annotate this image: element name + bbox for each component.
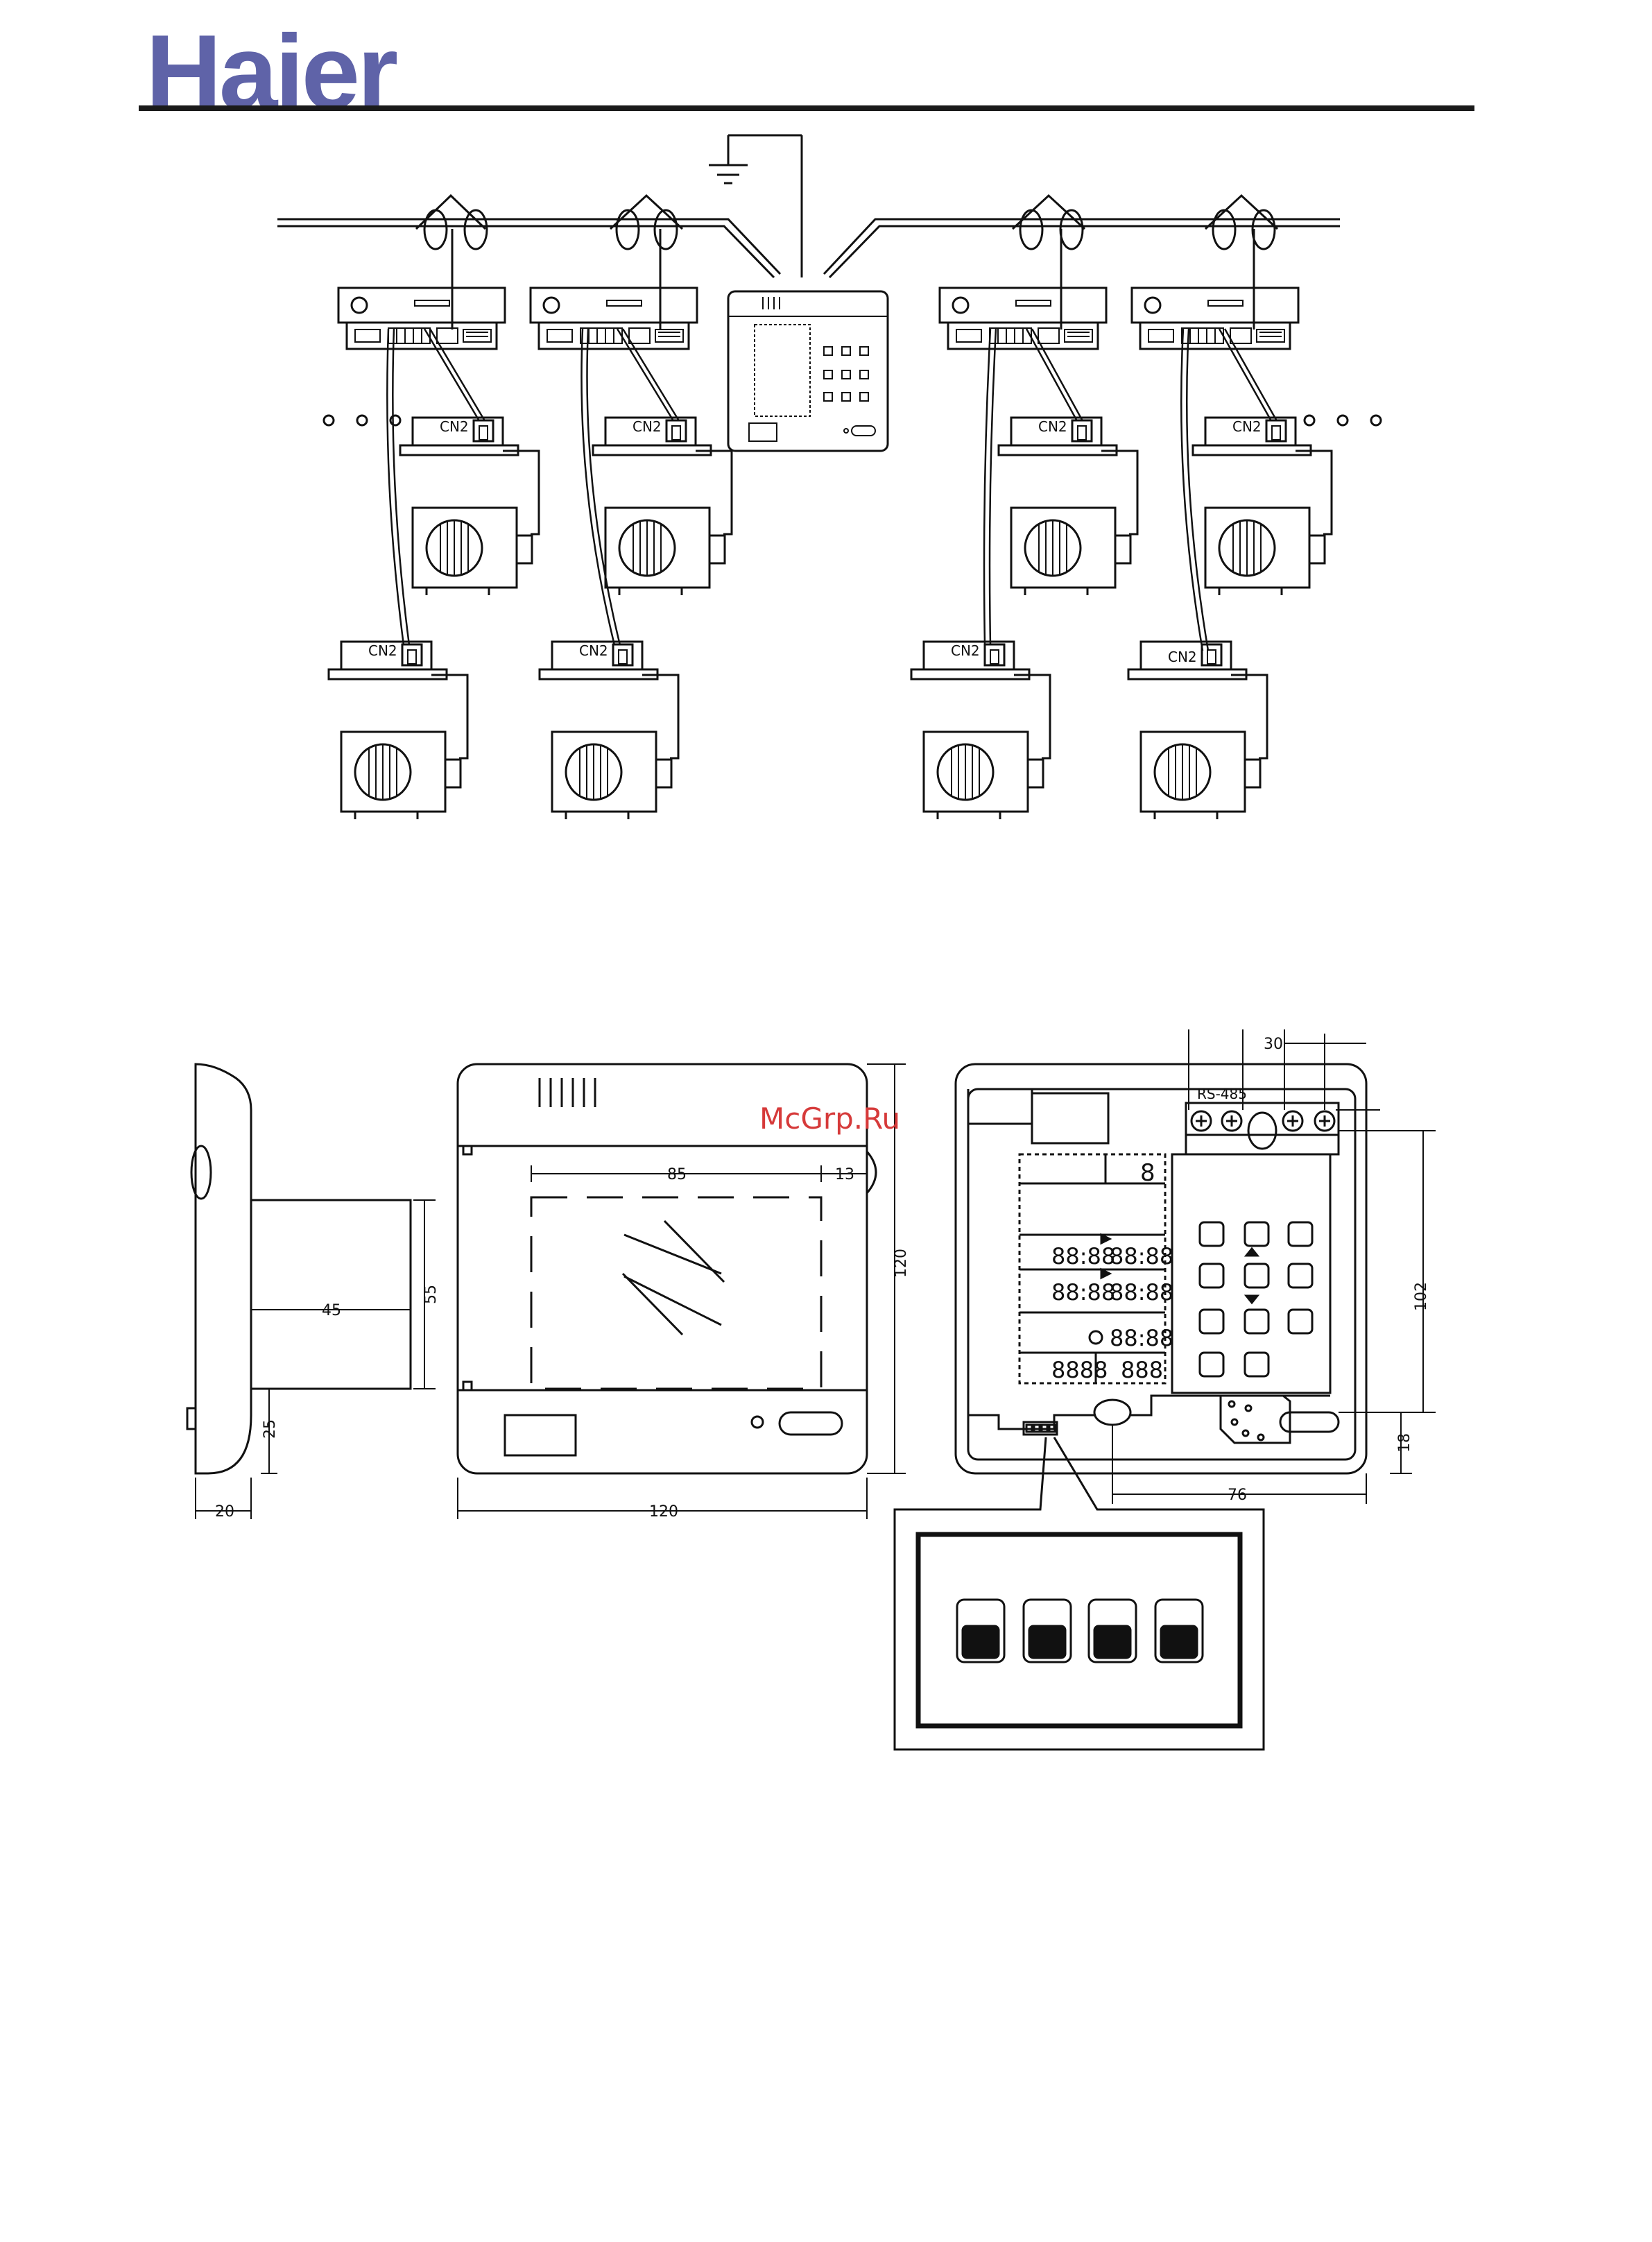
dim-back-hole-offset: 18 (1396, 1433, 1413, 1453)
outdoor-unit-7 (911, 642, 1050, 819)
indoor-unit-1 (338, 288, 505, 349)
cn2-label: CN2 (633, 418, 662, 435)
dim-front-margin: 13 (835, 1166, 854, 1183)
side-view (187, 1064, 411, 1473)
outdoor-unit-6 (540, 642, 678, 819)
watermark: McGrp.Ru (759, 1102, 900, 1136)
cn2-label: CN2 (1168, 649, 1197, 665)
central-controller (728, 291, 888, 451)
side-view-dimensions (196, 1200, 436, 1519)
dim-front-width: 120 (649, 1503, 678, 1521)
indoor-unit-3 (940, 288, 1106, 349)
outdoor-unit-5 (329, 642, 467, 819)
rs485-label: RS-485 (1197, 1086, 1247, 1102)
lcd-row2-a: 88:88 (1051, 1279, 1115, 1306)
outdoor-unit-4 (1193, 418, 1332, 595)
indoor-unit-4 (1132, 288, 1298, 349)
lcd-row2-b: 88:88 (1110, 1279, 1173, 1306)
outdoor-unit-2 (593, 418, 732, 595)
cn2-label: CN2 (1232, 418, 1262, 435)
dim-back-height: 102 (1413, 1282, 1430, 1311)
lcd-row3: 88:88 (1110, 1325, 1173, 1351)
lcd-row1-b: 88:88 (1110, 1243, 1173, 1269)
dim-back-terminal-spacing: 30 (1264, 1036, 1283, 1053)
dim-front-height: 120 (893, 1249, 910, 1278)
lcd-digit: 8 (1140, 1159, 1155, 1187)
cn2-label: CN2 (951, 642, 980, 659)
dip-switch-callout (895, 1437, 1264, 1749)
outdoor-unit-1 (400, 418, 539, 595)
dim-side-depth: 20 (215, 1503, 234, 1521)
dim-side-offset: 25 (261, 1419, 279, 1439)
indoor-unit-2 (531, 288, 697, 349)
outdoor-unit-3 (999, 418, 1137, 595)
dim-side-body: 45 (322, 1302, 341, 1319)
dim-back-width: 76 (1228, 1487, 1247, 1504)
lcd-row4-a: 8888 (1051, 1357, 1108, 1383)
lcd-row4-b: 888 (1121, 1357, 1163, 1383)
bus-wires (277, 135, 1340, 277)
cn2-label: CN2 (579, 642, 608, 659)
cn2-label: CN2 (368, 642, 397, 659)
lcd-row1-a: 88:88 (1051, 1243, 1115, 1269)
outdoor-unit-8 (1128, 642, 1267, 819)
back-view-lcd-digits: 8 88:88 88:88 88:88 88:88 88:88 8888 888 (1051, 1159, 1173, 1383)
cn2-label: CN2 (440, 418, 469, 435)
dim-side-height: 55 (422, 1285, 440, 1304)
cn2-label: CN2 (1038, 418, 1067, 435)
dim-front-window: 85 (667, 1166, 687, 1183)
